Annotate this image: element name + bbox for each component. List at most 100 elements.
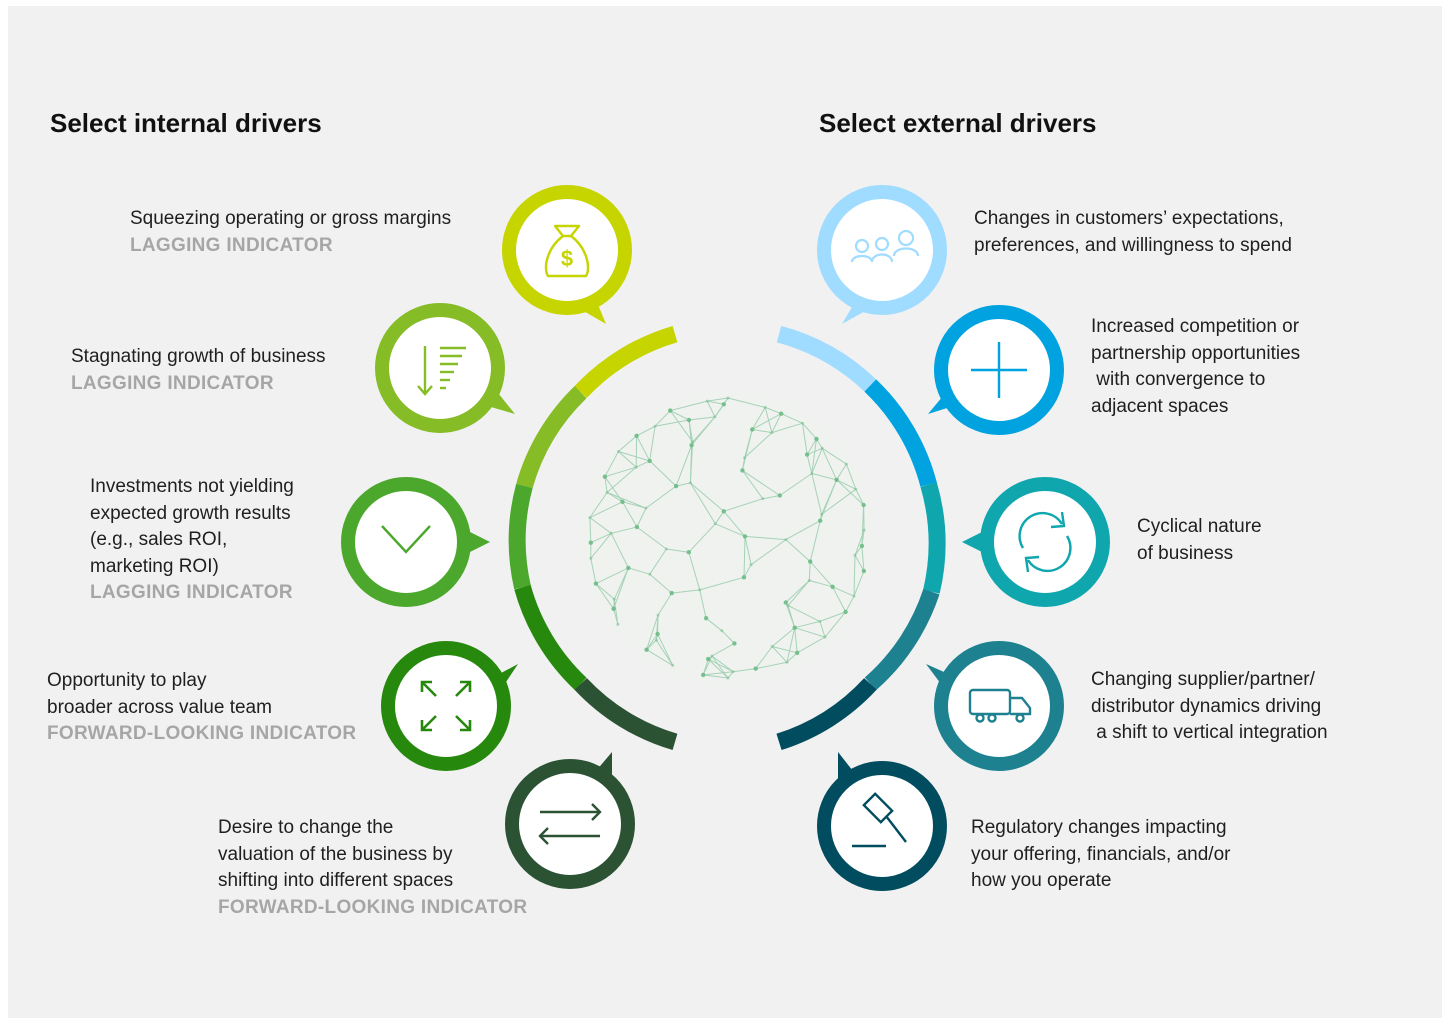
external-driver-bubble-1[interactable]: [817, 185, 947, 324]
globe-node: [820, 512, 824, 516]
globe-node: [612, 597, 616, 601]
globe-node: [761, 497, 765, 501]
internal-driver-1-text: Squeezing operating or gross margins LAG…: [130, 206, 451, 259]
globe-wire: [787, 580, 810, 606]
globe-wire: [705, 617, 723, 632]
globe-node: [701, 672, 706, 678]
globe-wire: [604, 466, 637, 478]
globe-wire: [649, 426, 656, 461]
globe-wire: [671, 589, 700, 594]
external-driver-bubble-5[interactable]: [817, 752, 947, 891]
driver-description: Squeezing operating or gross margins: [130, 208, 452, 229]
globe-wire: [646, 614, 659, 650]
globe-wire: [707, 658, 729, 679]
internal-driver-bubble-3[interactable]: [341, 477, 490, 607]
globe-wire: [707, 658, 734, 673]
globe-wire: [780, 413, 803, 424]
globe-node: [740, 468, 745, 473]
globe-node: [691, 440, 695, 444]
globe-wire: [590, 532, 612, 559]
globe-node: [801, 421, 804, 425]
globe-wire: [786, 652, 798, 663]
globe-node: [853, 553, 857, 557]
globe-wire: [836, 463, 847, 481]
internal-driver-2-text: Stagnating growth of business LAGGING IN…: [71, 344, 326, 397]
globe-wire: [821, 448, 838, 481]
globe-wire: [779, 473, 813, 496]
money-bag-icon: $: [544, 224, 590, 278]
driver-description: distributor dynamics driving: [1091, 695, 1322, 717]
globe-wire: [845, 463, 857, 490]
globe-wire: [802, 423, 808, 455]
globe-node: [671, 663, 675, 667]
globe-wire: [861, 545, 865, 572]
globe-wire: [645, 485, 677, 509]
plus-icon: [971, 342, 1027, 398]
globe-wire: [654, 419, 690, 427]
driver-description: Changing supplier/partner/: [1091, 669, 1315, 690]
internal-driver-bubble-1[interactable]: $: [502, 185, 632, 324]
globe-node: [609, 531, 613, 535]
globe-wire: [824, 611, 846, 638]
globe-wire: [618, 451, 637, 468]
globe-node: [834, 477, 839, 482]
globe-wire: [595, 567, 629, 585]
external-driver-5-text: Regulatory changes impacting your offeri…: [971, 815, 1230, 895]
globe-wire: [699, 589, 707, 619]
globe-wire: [604, 476, 608, 493]
globe-wire: [636, 435, 651, 462]
globe-node: [783, 600, 788, 605]
driver-description: a shift to vertical integration: [1091, 722, 1328, 743]
globe-wire: [752, 429, 772, 434]
indicator-label: FORWARD-LOOKING INDICATOR: [47, 723, 357, 744]
globe-node: [686, 550, 691, 555]
globe-node: [795, 650, 800, 655]
globe-wire: [613, 567, 629, 609]
globe-node: [721, 402, 726, 407]
globe-wire: [785, 580, 810, 603]
refresh-cycle-icon: [1018, 511, 1072, 573]
globe-node: [804, 452, 810, 457]
internal-driver-bubble-4[interactable]: [381, 641, 518, 771]
globe-node: [861, 568, 867, 574]
globe-wire: [670, 400, 708, 412]
internal-driver-5-text: Desire to change the valuation of the bu…: [218, 815, 527, 921]
globe-wire: [787, 605, 821, 622]
arc-segment-supplier: [864, 588, 940, 691]
globe-node: [726, 676, 730, 680]
globe-node: [644, 506, 648, 510]
globe-wire: [750, 539, 787, 566]
arc-segment-valuation: [574, 678, 678, 751]
internal-driver-bubble-5[interactable]: [505, 752, 635, 889]
external-driver-bubble-2[interactable]: [928, 305, 1064, 435]
globe-wire: [785, 539, 811, 562]
globe-node: [673, 483, 679, 489]
globe-wire: [771, 627, 796, 647]
globe-wire: [649, 573, 673, 594]
globe-node: [777, 493, 782, 498]
globe-node: [647, 458, 652, 464]
driver-description: broader across value team: [47, 696, 272, 718]
globe-wire: [636, 425, 656, 437]
globe-node: [743, 456, 747, 460]
chevron-down-icon: [381, 525, 431, 554]
external-driver-bubble-4[interactable]: [926, 641, 1064, 771]
globe-wire: [751, 407, 766, 430]
globe-wire: [751, 413, 782, 430]
globe-wire: [819, 621, 826, 638]
globe-node: [843, 609, 848, 615]
globe-wire: [853, 570, 865, 597]
globe-wire: [863, 504, 865, 531]
globe-node: [818, 619, 822, 623]
driver-description: your offering, financials, and/or: [971, 843, 1231, 865]
external-driver-bubble-3[interactable]: [962, 477, 1110, 607]
globe-node: [818, 518, 823, 523]
internal-driver-bubble-2[interactable]: [375, 303, 515, 433]
svg-text:$: $: [561, 246, 573, 271]
globe-node: [602, 474, 608, 479]
globe-wire: [654, 410, 671, 427]
arc-segment-competition: [864, 379, 937, 487]
globe-wire: [604, 451, 619, 477]
globe-wire: [794, 620, 821, 629]
